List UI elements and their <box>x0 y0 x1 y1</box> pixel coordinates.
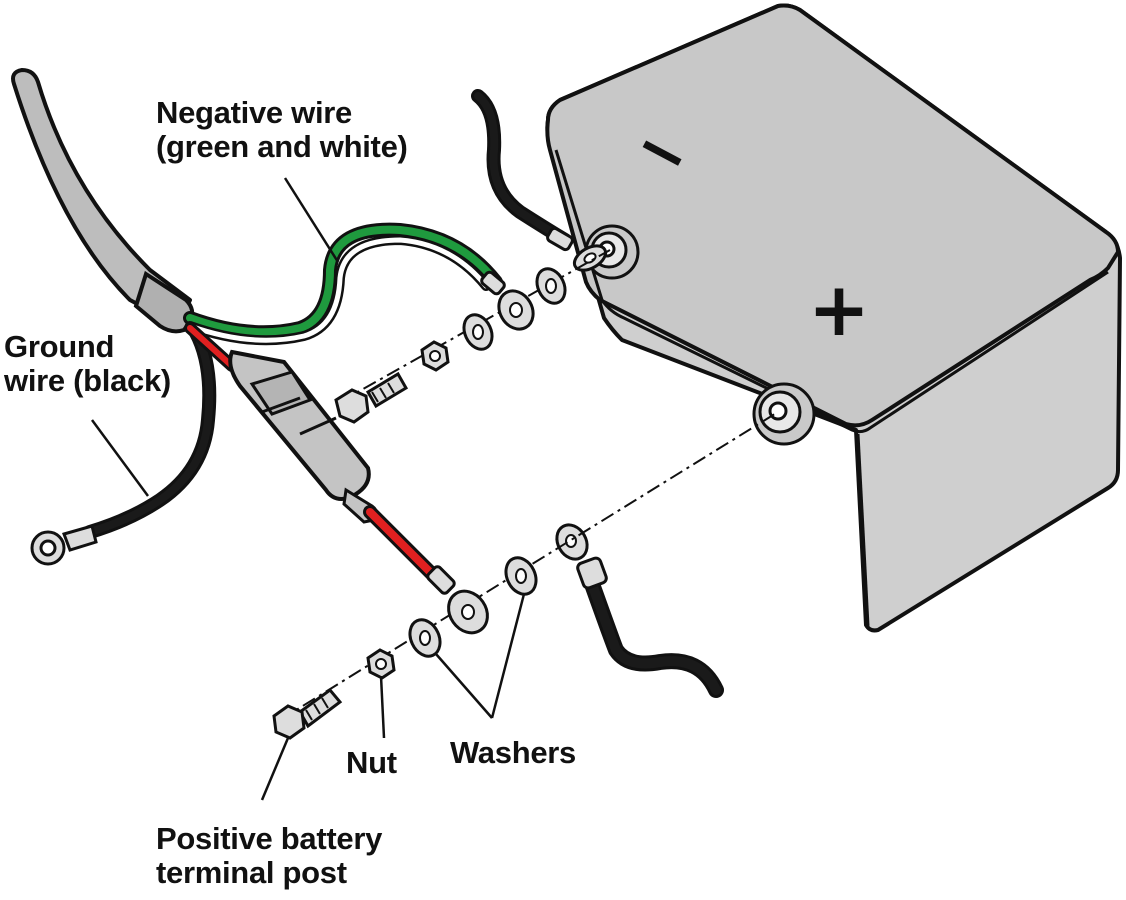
fuse-holder <box>228 349 379 524</box>
positive-bolt <box>272 687 343 740</box>
negative-washer-1 <box>462 313 494 351</box>
harness-boot <box>133 270 195 334</box>
negative-washer-2 <box>535 267 567 305</box>
negative-wire-leader <box>283 177 340 263</box>
positive-alignment-line <box>279 411 779 721</box>
battery-positive-cable-lug <box>555 523 608 590</box>
washers-label-text: Washers <box>450 735 576 770</box>
positive-post-label-line-1: Positive battery <box>156 821 383 856</box>
positive-post-label-line-2: terminal post <box>156 855 347 890</box>
battery: − + <box>545 3 1122 633</box>
positive-terminal <box>752 382 816 446</box>
ground-wire-label: Ground wire (black) <box>4 330 171 398</box>
negative-bolt <box>334 371 409 424</box>
ground-wire-leader <box>90 419 150 497</box>
positive-washer-2 <box>504 556 538 596</box>
positive-symbol: + <box>808 267 870 353</box>
negative-wire-label-line-2: (green and white) <box>156 129 408 164</box>
washers-label: Washers <box>450 736 576 770</box>
positive-post-label: Positive battery terminal post <box>156 822 382 890</box>
washers-leader-2 <box>490 593 526 719</box>
negative-nut <box>420 340 450 372</box>
negative-wire-ring-terminal <box>480 270 535 331</box>
ground-wire-ring-terminal <box>30 524 98 566</box>
battery-lid <box>545 3 1120 428</box>
battery-lid-edge <box>554 149 1109 434</box>
positive-wire-ring-terminal <box>426 565 489 635</box>
nut-leader <box>379 675 386 739</box>
positive-washer-1 <box>408 618 442 658</box>
battery-side-edge <box>856 433 870 627</box>
washers-leader-1 <box>435 653 493 719</box>
battery-negative-cable-lug <box>546 226 608 272</box>
negative-wire-label: Negative wire (green and white) <box>156 96 408 164</box>
positive-nut <box>366 648 396 680</box>
positive-post-leader <box>260 737 290 801</box>
negative-wire-label-line-1: Negative wire <box>156 95 352 130</box>
ground-wire-label-line-2: wire (black) <box>4 363 171 398</box>
ground-wire-label-line-1: Ground <box>4 329 115 364</box>
nut-label-text: Nut <box>346 745 397 780</box>
nut-label: Nut <box>346 746 397 780</box>
